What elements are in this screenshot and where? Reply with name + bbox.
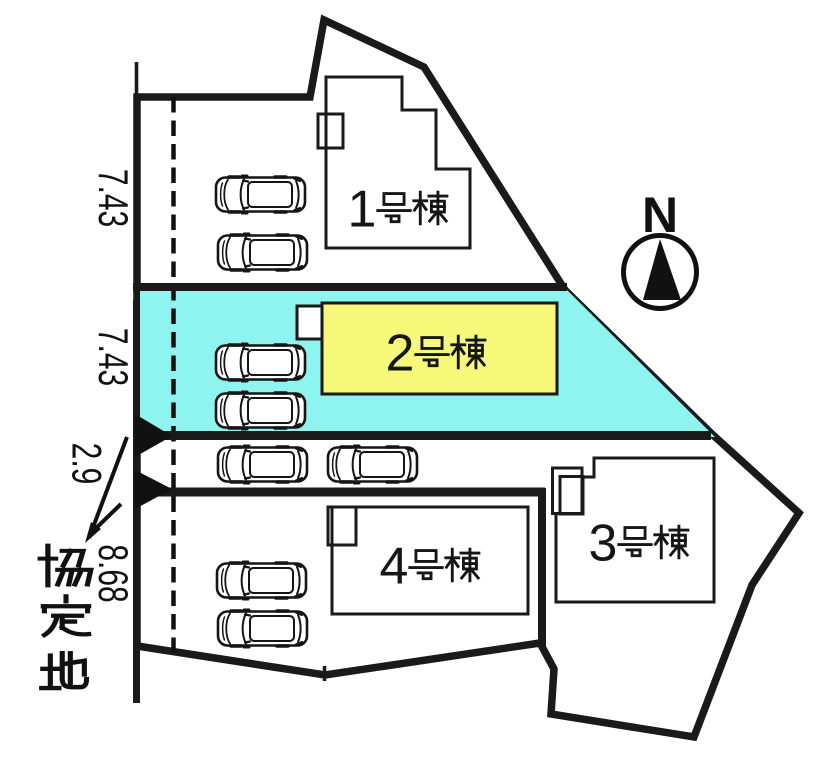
svg-text:2.9: 2.9	[63, 443, 110, 485]
svg-text:1: 1	[348, 181, 377, 239]
svg-text:7.43: 7.43	[90, 169, 137, 227]
svg-text:7.43: 7.43	[90, 328, 137, 386]
svg-text:2: 2	[386, 325, 415, 383]
svg-text:8.68: 8.68	[90, 544, 137, 602]
svg-text:N: N	[642, 187, 678, 243]
svg-text:3: 3	[589, 515, 618, 573]
svg-text:4: 4	[380, 538, 409, 596]
